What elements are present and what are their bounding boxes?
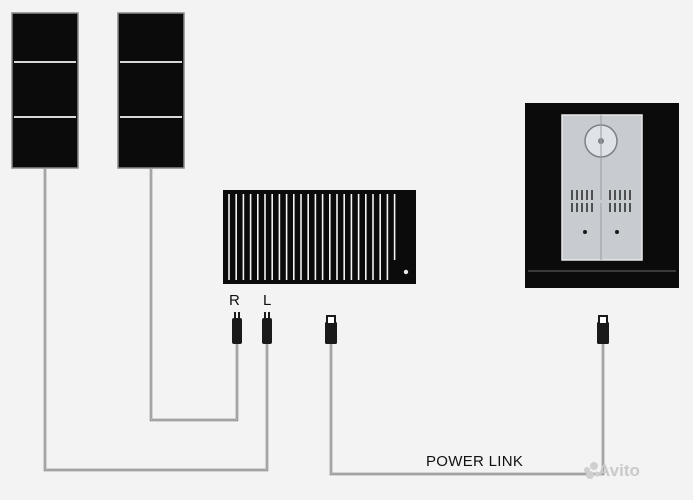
right-speaker <box>117 12 185 169</box>
heatsink-fins <box>228 194 396 280</box>
power-link-label: POWER LINK <box>426 453 524 470</box>
watermark-logo-icon <box>584 462 600 479</box>
plug-power-link-amp <box>325 315 337 344</box>
plug-r <box>232 312 242 344</box>
right-channel-label: R <box>229 292 240 309</box>
left-speaker <box>11 12 79 169</box>
plug-power-link-system <box>597 315 609 344</box>
watermark-text: Avito <box>598 461 640 480</box>
left-channel-label: L <box>263 292 272 309</box>
amplifier <box>223 190 416 284</box>
plug-l <box>262 312 272 344</box>
music-system <box>525 103 679 288</box>
cable-highlights <box>44 168 604 475</box>
power-indicator <box>403 269 409 275</box>
watermark: Avito <box>598 461 640 481</box>
